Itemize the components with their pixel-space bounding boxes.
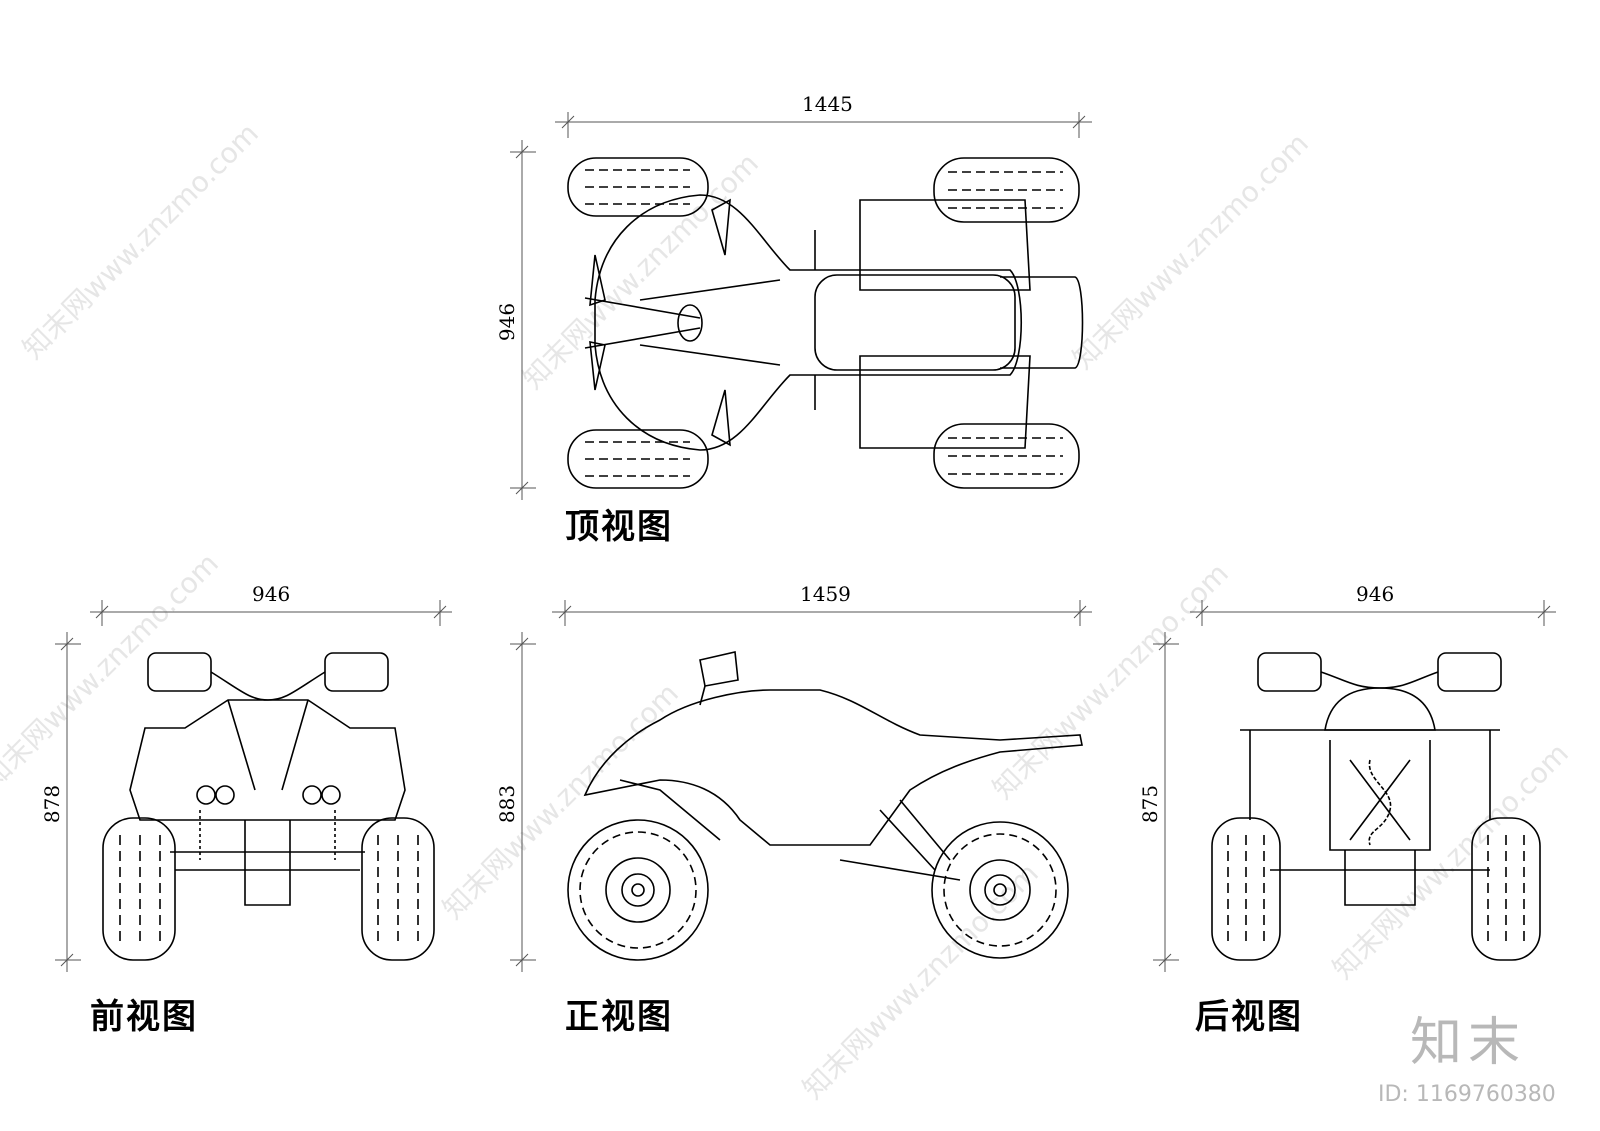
dim-top-depth: 946: [495, 302, 520, 342]
dim-front-width: 946: [252, 582, 291, 606]
watermark-id: ID: 1169760380: [1378, 1082, 1556, 1107]
dim-rear-height: 875: [1138, 784, 1163, 824]
top-view-drawing: [567, 157, 1084, 489]
front-view-title: 前视图: [90, 997, 198, 1037]
side-view-drawing: [567, 651, 1083, 961]
dim-side-length: 1459: [800, 582, 851, 606]
top-view-title: 顶视图: [565, 507, 673, 547]
dim-top-width: 1445: [802, 92, 853, 116]
side-rear-wheel: [931, 821, 1069, 959]
rear-view-drawing: [1211, 652, 1541, 961]
dim-rear-width: 946: [1356, 582, 1395, 606]
side-view-title: 正视图: [565, 997, 673, 1037]
watermark-logo: 知末: [1410, 1013, 1527, 1073]
top-front-right-tyre: [567, 429, 709, 489]
top-rear-left-tyre: [933, 157, 1080, 223]
top-rear-right-tyre: [933, 423, 1080, 489]
front-view-drawing: [102, 652, 435, 961]
dim-side-height: 883: [495, 784, 520, 824]
dimension-lines: [55, 112, 1556, 972]
top-front-left-tyre: [567, 157, 709, 217]
side-front-wheel: [567, 819, 709, 961]
dim-front-height: 878: [40, 784, 65, 824]
rear-view-title: 后视图: [1195, 997, 1303, 1037]
